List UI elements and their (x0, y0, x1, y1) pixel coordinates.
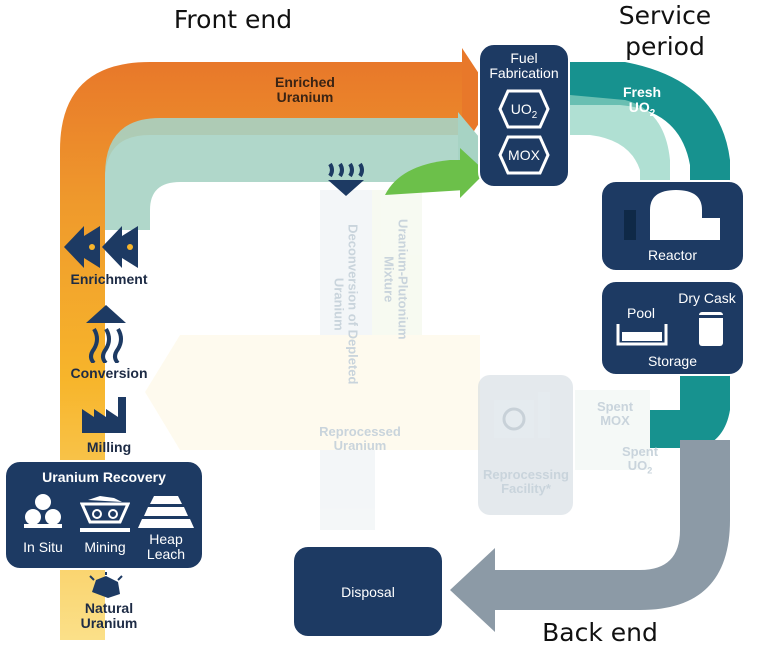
heap-leach-icon (138, 496, 194, 528)
deconversion-label: Deconversion of Depleted Uranium (331, 224, 361, 385)
reprocessing-loop-faint (145, 190, 650, 530)
reprocessing-facility-label: Reprocessing Facility* (483, 467, 569, 497)
mining-label: Mining (84, 539, 126, 555)
reprocessing-facility-icon (494, 392, 550, 438)
mill-factory-icon (82, 397, 126, 433)
mining-cart-icon (80, 496, 130, 532)
disposal-panel: Disposal (292, 545, 444, 638)
uranium-plutonium-label: Uranium-Plutonium Mixture (381, 218, 411, 340)
dry-cask-label: Dry Cask (678, 290, 736, 306)
storage-label: Storage (647, 353, 698, 369)
disposal-label: Disposal (341, 584, 395, 600)
uo2-label: UO2 (510, 101, 538, 121)
in-situ-icon (24, 494, 62, 528)
natural-uranium-label: Natural Uranium (80, 600, 138, 631)
conversion-icon (86, 305, 126, 363)
spent-uo2-label: Spent UO2 (621, 444, 659, 476)
front-end-title: Front end (173, 5, 293, 34)
back-end-title: Back end (542, 618, 658, 647)
spent-mox-label: Spent MOX (596, 399, 634, 429)
uranium-recovery-title: Uranium Recovery (42, 469, 166, 485)
disposal-arrowhead (450, 548, 495, 632)
in-situ-label: In Situ (23, 539, 63, 555)
dry-cask-icon (699, 312, 723, 346)
enrichment-icon (64, 226, 138, 268)
storage-panel: Dry Cask Pool Storage (600, 280, 745, 376)
ore-rock-icon (89, 572, 123, 598)
depleted-uranium-icon (328, 162, 364, 196)
fuel-fabrication-panel: Fuel Fabrication UO2 MOX (478, 43, 570, 188)
mox-label: MOX (508, 147, 540, 163)
reprocessed-uranium-label: Reprocessed Uranium (319, 424, 401, 454)
conversion-label: Conversion (70, 365, 148, 381)
reactor-icon (624, 190, 720, 240)
fresh-uo2-label: Fresh UO2 (622, 84, 662, 119)
reactor-panel: Reactor (600, 180, 745, 272)
milling-label: Milling (86, 439, 132, 455)
uranium-recovery-panel: Uranium Recovery In Situ Mining Heap Lea… (4, 460, 204, 570)
pool-icon (616, 324, 668, 346)
depleted-uranium-band (105, 118, 462, 230)
service-period-band (545, 62, 730, 190)
service-period-title: Service period (618, 1, 712, 62)
heap-leach-label: Heap Leach (146, 531, 186, 562)
fuel-fabrication-title: Fuel Fabrication (489, 50, 559, 81)
mox-fuel-pellet-icon (498, 135, 550, 175)
enrichment-label: Enrichment (70, 271, 148, 287)
reactor-label: Reactor (647, 247, 698, 263)
pool-label: Pool (626, 305, 656, 321)
uo2-fuel-pellet-icon (498, 89, 550, 129)
back-end-band (490, 440, 730, 610)
enriched-uranium-label: Enriched Uranium (275, 74, 335, 105)
